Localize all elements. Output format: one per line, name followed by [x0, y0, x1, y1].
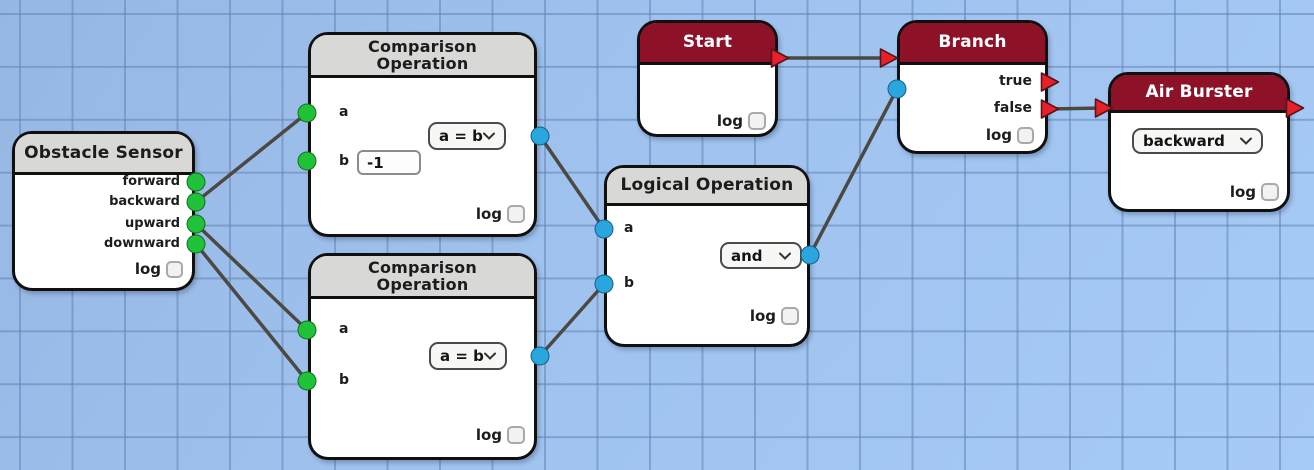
- port-comp1-result-output[interactable]: [530, 126, 550, 146]
- port-downward-output[interactable]: [186, 234, 206, 254]
- output-label-upward: upward: [124, 216, 180, 231]
- node-header: Logical Operation: [607, 168, 807, 206]
- port-comp2-a-input[interactable]: [297, 320, 317, 340]
- log-checkbox[interactable]: [781, 307, 799, 325]
- log-checkbox[interactable]: [748, 112, 766, 130]
- log-label: log: [475, 205, 502, 223]
- wire-comp1-to-logical-a[interactable]: [538, 134, 606, 231]
- port-upward-output[interactable]: [186, 214, 206, 234]
- log-label: log: [134, 260, 161, 278]
- node-comparison-top[interactable]: Comparison Operation a b a = b log: [308, 32, 537, 237]
- port-backward-output[interactable]: [186, 192, 206, 212]
- node-title-line2: Operation: [376, 275, 469, 294]
- log-checkbox[interactable]: [1017, 126, 1034, 144]
- output-label-false: false: [993, 100, 1032, 116]
- node-title: Air Burster: [1145, 82, 1253, 103]
- log-label: log: [985, 126, 1012, 144]
- node-start[interactable]: Start log: [637, 20, 778, 137]
- chevron-down-icon: [484, 352, 496, 360]
- node-title-line2: Operation: [376, 54, 469, 73]
- output-label-true: true: [998, 73, 1032, 89]
- node-header: Obstacle Sensor: [15, 134, 192, 175]
- node-title-line1: Comparison: [368, 36, 477, 56]
- chevron-down-icon: [779, 252, 791, 260]
- node-comparison-bottom[interactable]: Comparison Operation a b a = b log: [308, 253, 537, 460]
- node-title-line1: Comparison: [368, 257, 477, 277]
- node-header: Start: [640, 23, 775, 65]
- port-logical-a-input[interactable]: [594, 219, 614, 239]
- node-air-burster[interactable]: Air Burster backward log: [1108, 72, 1290, 212]
- node-header: Comparison Operation: [311, 256, 534, 299]
- port-branch-false-output[interactable]: [1040, 98, 1060, 120]
- wire-comp2-to-logical-b[interactable]: [538, 282, 606, 358]
- node-logical-operation[interactable]: Logical Operation a b and log: [604, 165, 810, 347]
- input-label-b: b: [339, 153, 350, 169]
- port-comp2-b-input[interactable]: [297, 371, 317, 391]
- direction-value: backward: [1143, 132, 1225, 150]
- node-obstacle-sensor[interactable]: Obstacle Sensor forward backward upward …: [12, 131, 195, 291]
- wire-backward-to-comp1-a[interactable]: [194, 111, 309, 204]
- log-label: log: [716, 112, 743, 130]
- output-label-downward: downward: [103, 236, 180, 251]
- input-label-a: a: [339, 321, 349, 337]
- wire-upward-to-comp2-a[interactable]: [194, 222, 309, 332]
- log-checkbox[interactable]: [1261, 183, 1279, 201]
- input-label-b: b: [339, 372, 350, 388]
- direction-dropdown[interactable]: backward: [1132, 128, 1263, 154]
- log-label: log: [1229, 183, 1256, 201]
- node-title: Logical Operation: [620, 175, 794, 196]
- input-label-a: a: [624, 220, 634, 236]
- log-label: log: [749, 307, 776, 325]
- operator-value: a = b: [439, 127, 483, 145]
- port-branch-true-output[interactable]: [1040, 71, 1060, 93]
- wire-downward-to-comp2-b[interactable]: [194, 242, 309, 383]
- port-start-exec-output[interactable]: [770, 47, 790, 69]
- operator-value: a = b: [440, 347, 484, 365]
- node-header: Air Burster: [1111, 75, 1287, 113]
- output-label-forward: forward: [122, 174, 181, 189]
- node-header: Comparison Operation: [311, 35, 534, 78]
- port-airburster-exec-input[interactable]: [1094, 97, 1114, 119]
- output-label-backward: backward: [109, 194, 180, 209]
- node-branch[interactable]: Branch true false log: [897, 20, 1048, 154]
- log-checkbox[interactable]: [507, 205, 525, 223]
- log-checkbox[interactable]: [166, 260, 183, 278]
- operator-dropdown[interactable]: a = b: [428, 122, 506, 150]
- port-logical-result-output[interactable]: [800, 245, 820, 265]
- b-value-field[interactable]: [357, 150, 421, 175]
- operator-dropdown[interactable]: and: [720, 242, 802, 269]
- node-title: Obstacle Sensor: [24, 142, 183, 163]
- port-logical-b-input[interactable]: [594, 274, 614, 294]
- port-comp1-b-input[interactable]: [297, 151, 317, 171]
- wire-logical-to-branch[interactable]: [808, 87, 899, 257]
- log-checkbox[interactable]: [507, 426, 525, 444]
- port-airburster-exec-output[interactable]: [1285, 97, 1305, 119]
- port-comp2-result-output[interactable]: [530, 346, 550, 366]
- operator-value: and: [731, 246, 763, 265]
- port-comp1-a-input[interactable]: [297, 103, 317, 123]
- port-forward-output[interactable]: [186, 172, 206, 192]
- port-branch-condition-input[interactable]: [887, 79, 907, 99]
- chevron-down-icon: [483, 132, 495, 140]
- log-label: log: [475, 426, 502, 444]
- chevron-down-icon: [1240, 137, 1252, 145]
- port-branch-exec-input[interactable]: [879, 47, 899, 69]
- input-label-a: a: [339, 104, 349, 120]
- node-header: Branch: [900, 23, 1045, 65]
- node-title: Branch: [938, 32, 1007, 53]
- node-title: Start: [682, 32, 733, 53]
- input-label-b: b: [624, 275, 635, 291]
- operator-dropdown[interactable]: a = b: [429, 342, 507, 370]
